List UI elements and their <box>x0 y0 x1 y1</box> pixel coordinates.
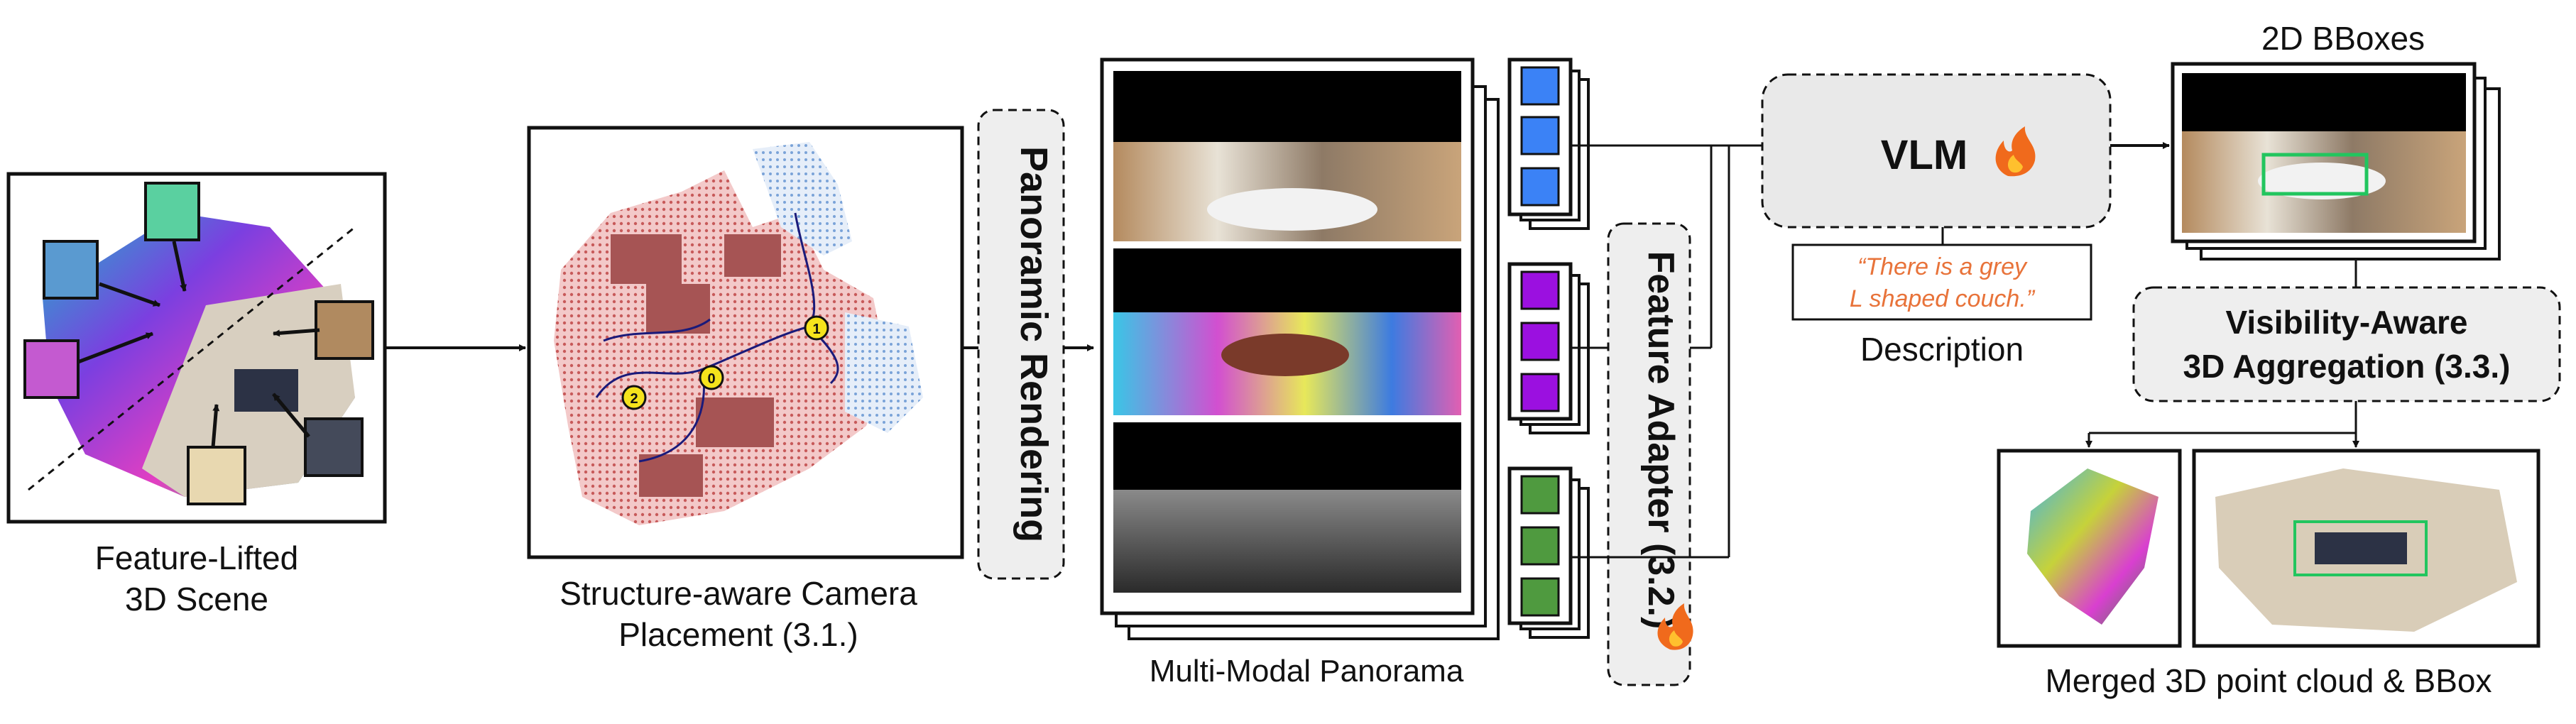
camera-marker-0: 0 <box>699 365 724 390</box>
merged-panel: Merged 3D point cloud & BBox <box>1997 449 2540 699</box>
scene-panel: Feature-Lifted 3D Scene <box>6 172 387 618</box>
scene-thumb-bottom-right <box>304 417 364 477</box>
camera-marker-1-label: 1 <box>812 322 820 337</box>
placement-trajectory <box>595 212 839 463</box>
bboxes-panel: 2D BBoxes <box>2171 20 2501 260</box>
scene-pointer-arrows <box>77 241 320 448</box>
camera-marker-0-label: 0 <box>707 371 715 387</box>
description-quote-line1: “There is a grey <box>1857 253 2028 280</box>
placement-caption-line2: Placement (3.1.) <box>618 616 858 653</box>
token-green-2 <box>1520 526 1560 566</box>
merged-couch <box>2315 532 2407 564</box>
scene-thumb-top <box>144 182 200 241</box>
token-purple-3 <box>1520 373 1560 412</box>
merged-point-cloud <box>2027 468 2159 625</box>
bbox-2d <box>2261 153 2369 196</box>
scene-thumb-bottom <box>187 446 246 505</box>
token-blue-3 <box>1520 167 1560 207</box>
pano-rgb-couch <box>1207 188 1377 231</box>
token-green-3 <box>1520 577 1560 617</box>
description-box: “There is a grey L shaped couch.” Descri… <box>1791 243 2092 368</box>
scene-caption-line2: 3D Scene <box>125 581 268 618</box>
panorama-stack: Multi-Modal Panorama <box>1100 57 1500 689</box>
adapter-box: Feature Adapter (3.2.) <box>1607 222 1693 686</box>
rendering-box: Panoramic Rendering <box>977 109 1065 580</box>
scene-rgb-furniture <box>234 369 298 412</box>
vlm-label: VLM <box>1881 132 1968 178</box>
description-quote-line2: L shaped couch.” <box>1850 285 2036 312</box>
panorama-caption: Multi-Modal Panorama <box>1150 654 1464 689</box>
scene-thumb-right <box>315 300 374 360</box>
merged-caption: Merged 3D point cloud & BBox <box>2045 662 2492 699</box>
pano-feature-couch <box>1221 334 1349 376</box>
token-connectors <box>1571 144 1747 559</box>
token-stacks <box>1507 57 1590 639</box>
token-purple-2 <box>1520 322 1560 361</box>
token-green-1 <box>1520 475 1560 515</box>
camera-marker-1: 1 <box>804 315 829 341</box>
description-caption: Description <box>1860 331 2024 368</box>
adapter-label: Feature Adapter (3.2.) <box>1640 251 1681 630</box>
scene-caption-line1: Feature-Lifted <box>95 539 298 576</box>
placement-side-room <box>753 142 852 256</box>
vlm-fire-icon <box>1995 126 2036 177</box>
aggregation-line2: 3D Aggregation (3.3.) <box>2183 348 2511 385</box>
vlm-box: VLM <box>1761 73 2112 229</box>
aggregation-box: Visibility-Aware 3D Aggregation (3.3.) <box>2132 286 2561 402</box>
scene-thumb-left <box>43 240 99 300</box>
pano-depth-room <box>1113 490 1461 593</box>
bboxes-title: 2D BBoxes <box>2261 20 2425 57</box>
aggregation-line1: Visibility-Aware <box>2226 304 2468 341</box>
scene-thumb-left-lower <box>23 339 80 399</box>
placement-side-room-2 <box>845 312 923 433</box>
placement-panel: 0 1 2 Structure-aware Camera Placement (… <box>527 126 964 653</box>
token-purple-1 <box>1520 270 1560 310</box>
aggregation-connectors <box>2085 401 2359 448</box>
rendering-label: Panoramic Rendering <box>1013 146 1055 542</box>
bboxes-image-couch <box>2258 163 2386 199</box>
bbox-3d <box>2293 520 2428 576</box>
camera-marker-2-label: 2 <box>630 391 638 407</box>
camera-marker-2: 2 <box>621 385 647 410</box>
placement-caption-line1: Structure-aware Camera <box>560 575 917 612</box>
token-blue-2 <box>1520 116 1560 155</box>
adapter-fire-icon <box>1657 603 1693 650</box>
token-blue-1 <box>1520 66 1560 106</box>
scene-divider-line <box>28 226 356 491</box>
